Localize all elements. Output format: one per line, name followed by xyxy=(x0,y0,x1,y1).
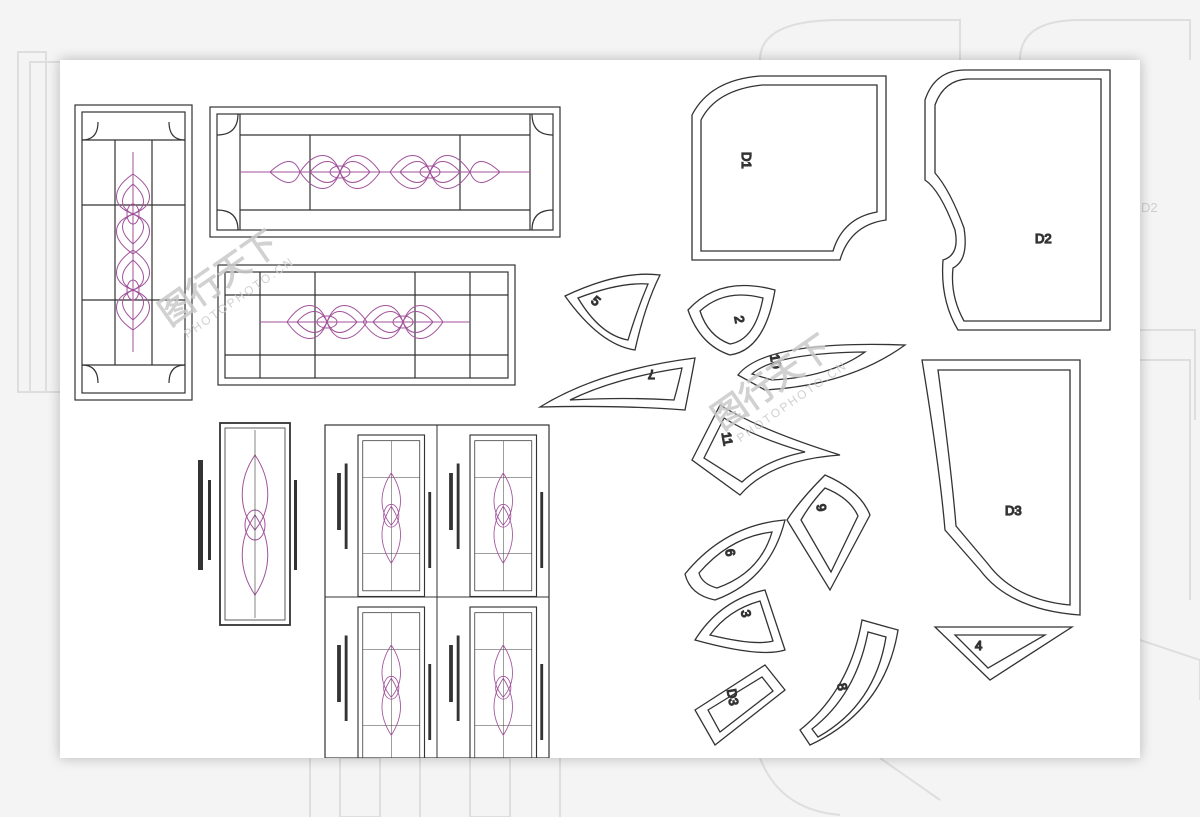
tall-window-panel xyxy=(74,104,193,401)
edge-label-d2: D2 xyxy=(1141,200,1158,215)
label-9: 7 xyxy=(648,367,655,382)
grid-drawing-3 xyxy=(336,606,432,758)
piece-3: D3 xyxy=(694,664,786,746)
label-d2: D2 xyxy=(1035,231,1052,246)
label-11-upper: 10 xyxy=(767,353,784,370)
drawing-sheet: D1 D2 D3 4 5 7 2 10 xyxy=(60,60,1140,758)
piece-4: 4 xyxy=(933,626,1075,681)
label-8: 5 xyxy=(588,293,603,309)
label-d3: D3 xyxy=(1005,503,1022,518)
horizontal-panel-bottom xyxy=(217,264,516,386)
piece-10: 9 xyxy=(786,474,871,592)
grid-drawing-2 xyxy=(448,434,544,598)
drawing-grid xyxy=(324,424,550,758)
piece-11-lower: 11 xyxy=(691,404,841,496)
watermark: 图行天下 PHOTOPHOTO.CN 图行天下 PHOTOPHOTO.CN xyxy=(152,223,850,445)
label-3: D3 xyxy=(724,688,742,707)
label-4: 4 xyxy=(975,638,982,653)
piece-d2: D2 xyxy=(924,69,1111,331)
annotated-panel-drawing xyxy=(198,422,297,626)
label-5: 3 xyxy=(738,609,754,619)
label-2: 2 xyxy=(731,314,747,324)
grid-drawing-1 xyxy=(336,434,432,598)
label-11-lower: 11 xyxy=(719,431,736,447)
horizontal-panel-top xyxy=(209,106,561,238)
piece-6: 8 xyxy=(799,619,899,746)
piece-8: 5 xyxy=(564,273,661,351)
label-7: 6 xyxy=(722,548,738,558)
cad-drawing: D1 D2 D3 4 5 7 2 10 xyxy=(74,69,1111,758)
label-10: 9 xyxy=(813,503,829,513)
piece-d3: D3 xyxy=(921,359,1081,616)
piece-9: 7 xyxy=(537,357,696,411)
grid-drawing-4 xyxy=(448,606,544,758)
label-6: 8 xyxy=(834,682,850,692)
piece-11-upper: 10 xyxy=(737,343,907,391)
label-d1: D1 xyxy=(739,152,754,169)
piece-d1: D1 xyxy=(691,75,887,261)
piece-7: 6 xyxy=(684,519,786,601)
piece-5: 3 xyxy=(693,589,786,654)
piece-2: 2 xyxy=(687,284,776,356)
